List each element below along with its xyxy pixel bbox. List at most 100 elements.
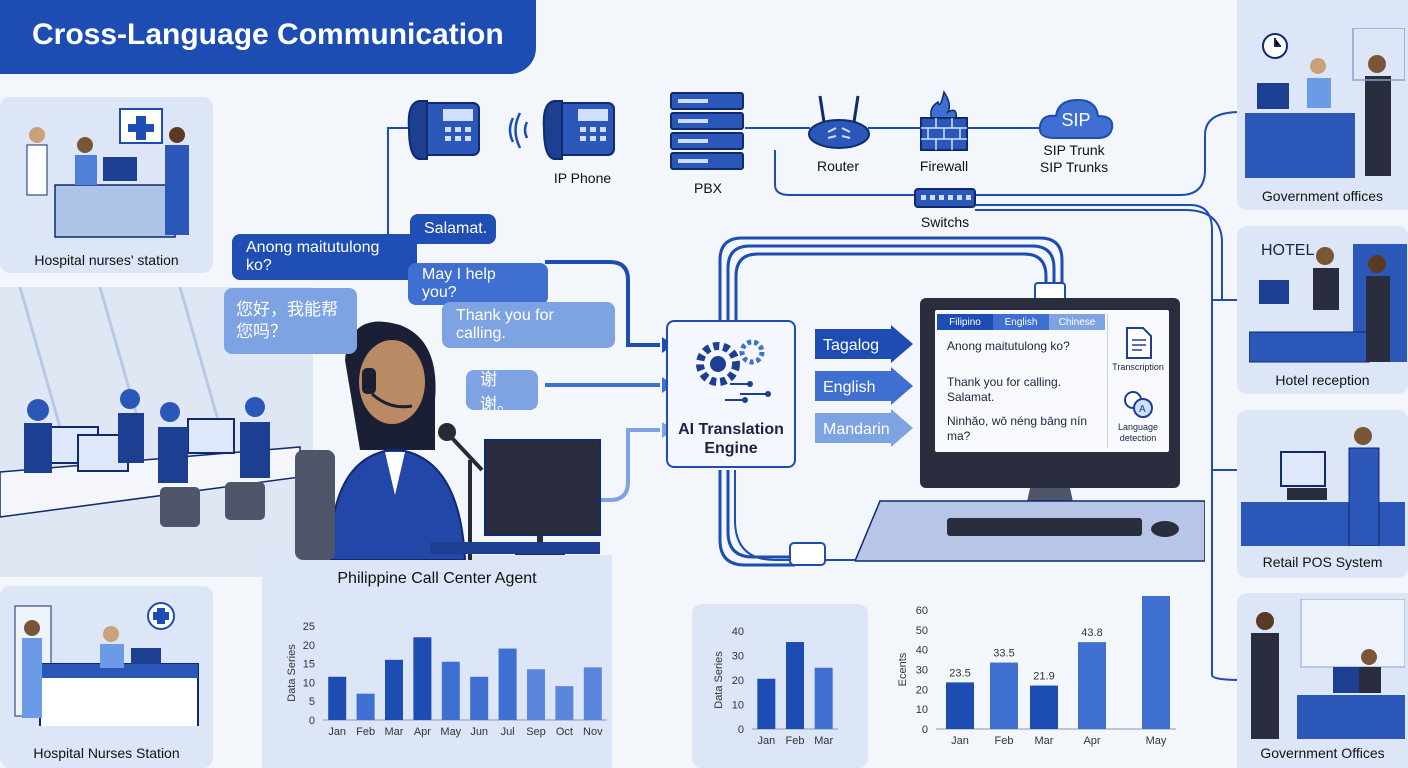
bar (441, 661, 460, 720)
sip-trunk-label: SIP Trunk (1043, 142, 1105, 158)
x-tick-label: Apr (1083, 735, 1100, 747)
bar (385, 659, 403, 720)
y-tick-label: 50 (916, 625, 928, 637)
data-label: 43.8 (1081, 627, 1102, 639)
x-tick-label: Mar (1035, 735, 1054, 747)
retail-caption: Retail POS System (1262, 554, 1383, 570)
wireless-signal-icon (508, 112, 529, 149)
salamat-bubble: Salamat. (410, 214, 496, 244)
call-center-illustration (0, 287, 301, 527)
y-tick-label: 60 (916, 605, 928, 617)
y-axis-label: Data Series (713, 651, 725, 709)
y-tick-label: 40 (732, 626, 744, 638)
bar (1142, 596, 1170, 729)
tagalog-question-bubble: Anong maitutulong ko? (232, 234, 417, 280)
switches-label: Switchs (920, 214, 970, 230)
pbx-label: PBX (693, 180, 722, 196)
line-salamat: Salamat. (947, 390, 995, 404)
y-tick-label: 15 (303, 659, 315, 671)
cloud-icon (1038, 98, 1114, 139)
gov-office-2-illustration (1251, 599, 1405, 739)
y-axis-label: Ecents (897, 652, 909, 686)
agent-chart-panel (262, 555, 612, 768)
bar (946, 682, 974, 729)
lang-tagalog: Tagalog (823, 337, 880, 354)
data-label: 33.5 (993, 648, 1014, 660)
data-label: 21.9 (1033, 671, 1054, 683)
chart2-panel (692, 604, 868, 768)
may-help-bubble: May I help you? (408, 263, 548, 305)
tab-filipino[interactable]: Filipino (937, 314, 993, 330)
x-tick-label: May (440, 726, 461, 738)
x-tick-label: Jun (470, 726, 488, 738)
sip-badge: SIP (1061, 110, 1091, 130)
xiexie-bubble: 谢谢。 (466, 370, 538, 414)
switch-icon (914, 188, 976, 208)
tab-chinese[interactable]: Chinese (1049, 314, 1105, 330)
line-thank-you: Thank you for calling. (947, 375, 1062, 389)
y-tick-label: 40 (916, 645, 928, 657)
translate-icon: A (1124, 391, 1153, 418)
gov-offices-panel: Government offices (1237, 0, 1408, 210)
hospital-station-panel: Hospital nurses' station (0, 97, 213, 273)
retail-pos-illustration (1241, 427, 1405, 546)
x-tick-label: Jan (328, 726, 346, 738)
y-tick-label: 10 (303, 677, 315, 689)
agent-illustration (295, 321, 601, 560)
language-detection-label: Language detection (1117, 422, 1159, 443)
ip-phone-icon (542, 100, 615, 160)
y-tick-label: 25 (303, 621, 315, 633)
bar (527, 669, 545, 720)
y-tick-label: 20 (916, 684, 928, 696)
y-tick-label: 20 (303, 640, 315, 652)
nurses-station-illustration (14, 602, 199, 726)
chart-events: 0102030405060EcentsJan23.5Feb33.5Mar21.9… (897, 596, 1176, 747)
bar (1078, 642, 1106, 729)
page-title: Cross-Language Communication (0, 0, 536, 74)
transcription-label: Transcription (1112, 362, 1164, 372)
y-tick-label: 0 (922, 724, 928, 736)
bar (413, 637, 432, 720)
y-tick-label: 5 (309, 696, 315, 708)
y-axis-label: Data Series (286, 644, 298, 702)
chinese-question-bubble: 您好，我能帮您吗？ (224, 288, 357, 354)
thank-you-bubble: Thank you for calling. (442, 302, 615, 348)
data-label: 23.5 (949, 667, 970, 679)
x-tick-label: Nov (583, 726, 603, 738)
y-tick-label: 0 (309, 715, 315, 727)
tab-english[interactable]: English (993, 314, 1049, 330)
bar (583, 667, 602, 720)
hotel-sign: HOTEL (1261, 242, 1315, 259)
phone-icon (407, 100, 480, 160)
ai-engine-box: AI Translation Engine (666, 320, 796, 468)
router-icon (808, 95, 870, 149)
bar (356, 693, 375, 720)
x-tick-label: May (1146, 735, 1167, 747)
y-tick-label: 10 (916, 704, 928, 716)
monitor-screen: Filipino English Chinese Anong maitutulo… (935, 310, 1169, 452)
x-tick-label: Oct (556, 726, 573, 738)
hotel-panel: HOTEL Hotel reception (1237, 226, 1408, 394)
x-tick-label: Mar (385, 726, 404, 738)
bar (498, 648, 517, 720)
y-tick-label: 20 (732, 675, 744, 687)
x-tick-label: Feb (356, 726, 375, 738)
nurses-illustration (26, 108, 189, 238)
lang-english: English (823, 379, 876, 396)
document-icon (1126, 327, 1152, 359)
bar (757, 678, 776, 729)
gov-office-illustration (1245, 28, 1405, 178)
firewall-label: Firewall (919, 158, 969, 174)
hospital-station-caption: Hospital nurses' station (34, 252, 179, 268)
bar (814, 667, 833, 729)
x-tick-label: Feb (995, 735, 1014, 747)
gov-offices-caption: Government offices (1261, 188, 1384, 204)
x-tick-label: Jan (757, 735, 775, 747)
gov-offices-2-caption: Government Offices (1260, 745, 1385, 761)
gov-offices-2-panel: Government Offices (1237, 593, 1408, 768)
language-tabs[interactable]: Filipino English Chinese (937, 314, 1105, 330)
hotel-caption: Hotel reception (1275, 372, 1370, 388)
bar (328, 676, 347, 720)
